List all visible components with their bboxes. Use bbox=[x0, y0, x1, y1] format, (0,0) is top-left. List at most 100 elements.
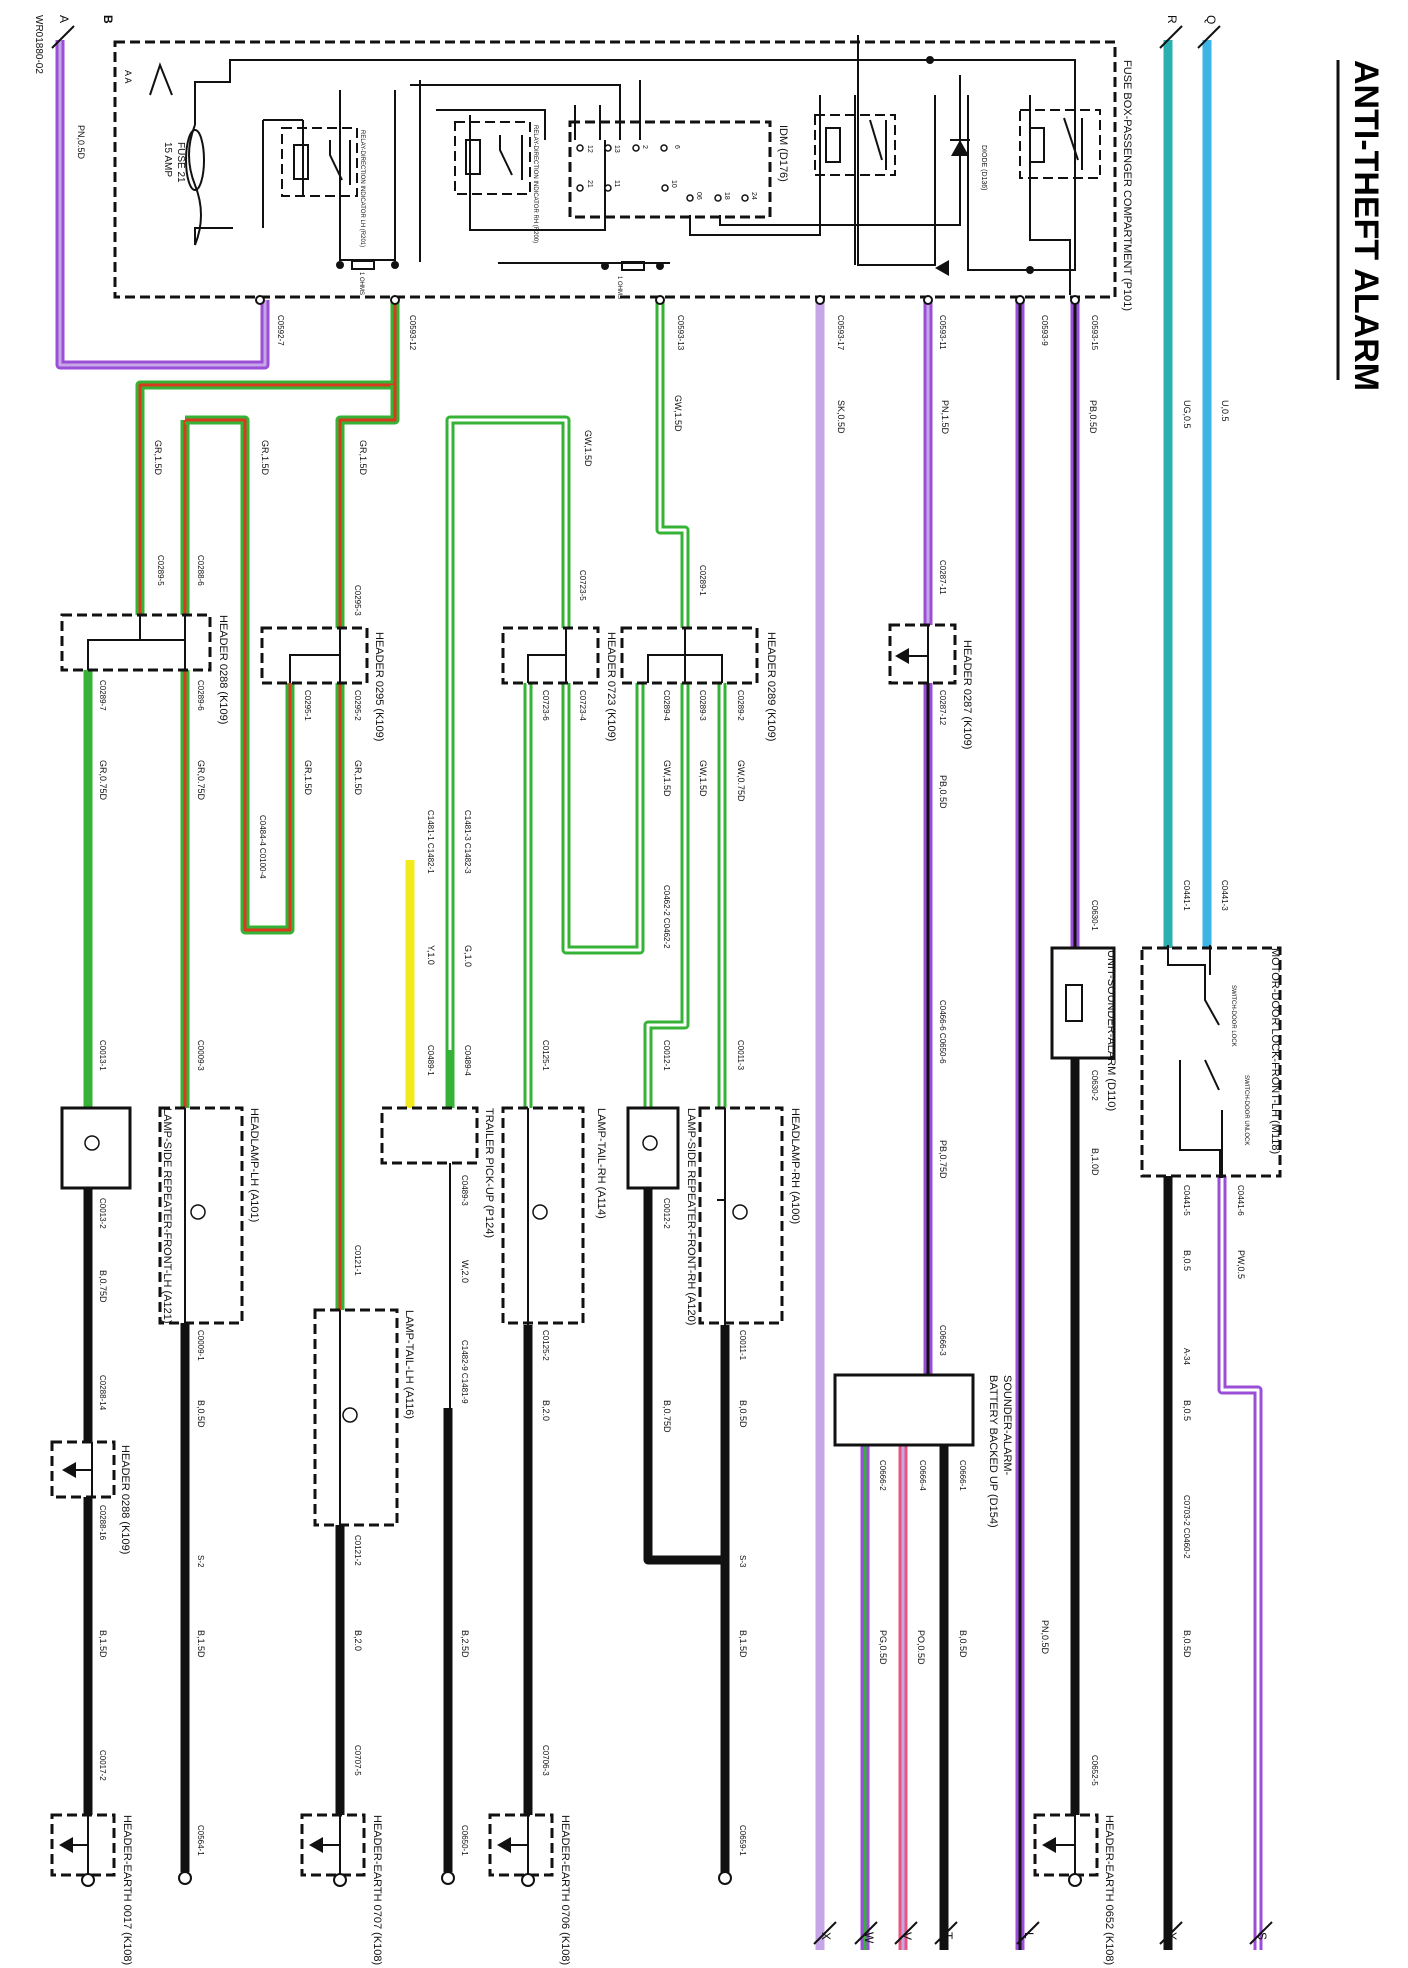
connector-label: C0013-1 bbox=[98, 1040, 107, 1071]
trailer-pick-up: TRAILER PICK-UP (P124) bbox=[380, 1106, 495, 1238]
diagram-reference: WR01880-02 bbox=[33, 15, 44, 74]
connector-label: C0630-1 bbox=[1090, 900, 1099, 931]
connector-label: C0703-2 C0460-2 bbox=[1182, 1495, 1191, 1559]
switch-lock-label: SWITCH-DOOR LOCK bbox=[1230, 985, 1236, 1047]
edge-letter-a: A bbox=[57, 15, 71, 23]
junction-dot bbox=[656, 262, 664, 270]
connector-label: C0012-1 bbox=[662, 1040, 671, 1071]
header-0288-lower-wiring bbox=[76, 1442, 93, 1497]
idm-pin: 12 bbox=[586, 145, 593, 153]
ground-arrow-icon bbox=[895, 648, 909, 664]
fuse-rating: 15 AMP bbox=[162, 142, 173, 177]
bulb-icon bbox=[190, 1204, 206, 1220]
headlamp-lh: HEADLAMP-LH (A101) LAMP-SIDE REPEATER-FR… bbox=[158, 1106, 260, 1325]
edge-letter-w: W bbox=[862, 1932, 876, 1944]
connector-label: C0125-1 bbox=[541, 1040, 550, 1071]
header-0288-lower-label: HEADER 0288 (K109) bbox=[119, 1445, 131, 1554]
wire-gw-trailer-tracer bbox=[448, 418, 568, 1108]
connector-label: C0652-5 bbox=[1090, 1755, 1099, 1786]
junction-dot bbox=[391, 261, 399, 269]
relay-right-a-contact bbox=[869, 119, 887, 170]
connector-label: C0707-5 bbox=[353, 1745, 362, 1776]
wire-gr-header-0295-tracer bbox=[338, 385, 397, 628]
connector-label: C0593-13 bbox=[676, 315, 685, 351]
wire-gw-0289-tracer bbox=[658, 300, 687, 628]
connector-label: C0121-2 bbox=[353, 1535, 362, 1566]
junction-dot bbox=[926, 56, 934, 64]
connector-pin bbox=[390, 295, 400, 305]
sounder-batt-label-2: BATTERY BACKED UP (D154) bbox=[987, 1375, 999, 1528]
header-earth-0017: HEADER-EARTH 0017 (K108) bbox=[50, 1813, 133, 1965]
relay-right-b-contact bbox=[1063, 117, 1083, 170]
wire-label: GR,1.5D bbox=[358, 440, 368, 476]
connector-label: C0489-3 bbox=[460, 1175, 469, 1206]
earth-0652-label: HEADER-EARTH 0652 (K108) bbox=[1103, 1815, 1115, 1965]
wire-gw-0723-4-tracer bbox=[564, 683, 642, 952]
wire-label: PN,0.5D bbox=[76, 125, 86, 160]
connector-label: C0289-1 bbox=[698, 565, 707, 596]
connector-pin bbox=[1015, 295, 1025, 305]
fuse-box-label: FUSE BOX-PASSENGER COMPARTMENT (P101) bbox=[1121, 60, 1133, 311]
connector-label: C0288-6 bbox=[196, 555, 205, 586]
connector-label: C0441-6 bbox=[1236, 1185, 1245, 1216]
connector-label: S-3 bbox=[738, 1555, 747, 1568]
fuse-aa-chevron bbox=[149, 62, 173, 96]
wire-gw-0289-3-tracer bbox=[646, 683, 687, 1108]
unit-sounder-alarm: UNIT-SOUNDER-ALARM (D110) bbox=[1050, 946, 1117, 1111]
earth-0707-label: HEADER-EARTH 0707 (K108) bbox=[371, 1815, 383, 1965]
connector-label: C0484-4 C0100-4 bbox=[258, 815, 267, 879]
fuse-aa-label: A A bbox=[123, 70, 133, 84]
wire-label: PG,0.5D bbox=[878, 1630, 888, 1665]
header-0287: HEADER 0287 (K109) bbox=[888, 623, 973, 749]
wire-label: GW,0.75D bbox=[736, 760, 746, 802]
relay-right-b bbox=[1019, 109, 1101, 179]
earth-0017-label: HEADER-EARTH 0017 (K108) bbox=[121, 1815, 133, 1965]
resistor-1-ohm-rh bbox=[621, 261, 645, 271]
ground-arrow-icon bbox=[62, 1462, 76, 1478]
wire-label: PB,0.5D bbox=[938, 775, 948, 809]
resistor-lh-label: 1 OHMS bbox=[358, 272, 364, 295]
wire-label: PB,0.5D bbox=[1088, 400, 1098, 434]
header-0723-label: HEADER 0723 (K109) bbox=[605, 632, 617, 741]
side-repeater-lh-label: LAMP-SIDE REPEATER-FRONT-LH (A121) bbox=[161, 1108, 173, 1324]
switch-unlock-label: SWITCH-DOOR UNLOCK bbox=[1243, 1075, 1249, 1145]
connector-label: C0441-1 bbox=[1182, 880, 1191, 911]
wire-a bbox=[55, 40, 270, 370]
connector-label: C0011-3 bbox=[736, 1040, 745, 1071]
edge-letter-l: L bbox=[1022, 1932, 1036, 1939]
connector-label: C0441-3 bbox=[1220, 880, 1229, 911]
connector-label: C0489-1 bbox=[426, 1045, 435, 1076]
header-0289-lh-wiring bbox=[87, 615, 186, 670]
side-repeater-rh: LAMP-SIDE REPEATER-FRONT-RH (A120) LAMP-… bbox=[595, 1106, 697, 1325]
relay-rh-contact bbox=[499, 135, 523, 180]
fuse-box-passenger-compartment: FUSE BOX-PASSENGER COMPARTMENT (P101) FU… bbox=[113, 35, 1133, 311]
connector-label: C0593-11 bbox=[938, 315, 947, 350]
earth-0017-wiring bbox=[73, 1815, 89, 1875]
connector-label: C0593-17 bbox=[836, 315, 845, 351]
wire-label: B,0.5 bbox=[1182, 1400, 1192, 1421]
wire-label: GW,1.5D bbox=[698, 760, 708, 797]
wire-label: B,1.5D bbox=[196, 1630, 206, 1658]
connector-label: C0441-5 bbox=[1182, 1185, 1191, 1216]
connector-label: C0287-12 bbox=[938, 690, 947, 726]
motor-door-lock-front-lh: MOTOR-DOOR LOCK-FRONT-LH (M118) SWITCH-D… bbox=[1140, 945, 1282, 1178]
wire-label: PW,0.5 bbox=[1236, 1250, 1246, 1279]
connector-label: C1481-3 C1482-3 bbox=[463, 810, 472, 874]
wire-label: GR,1.5D bbox=[153, 440, 163, 476]
earth-0706-label: HEADER-EARTH 0706 (K108) bbox=[559, 1815, 571, 1965]
fuse-internal-wiring bbox=[194, 35, 1076, 295]
connector-label: C0295-3 bbox=[353, 585, 362, 616]
resistor-1-ohm-lh bbox=[351, 260, 375, 270]
relay-rh-coil bbox=[465, 139, 481, 175]
header-0723: HEADER 0723 (K109) bbox=[501, 626, 617, 741]
headlamp-rh-label: HEADLAMP-RH (A100) bbox=[789, 1108, 801, 1224]
ground-arrow-icon bbox=[497, 1837, 511, 1853]
wire-label: B,1.5D bbox=[738, 1630, 748, 1658]
connector-label: C0489-4 bbox=[463, 1045, 472, 1076]
edge-letter-v: V bbox=[900, 1932, 914, 1940]
connector-label: C0289-6 bbox=[196, 680, 205, 711]
side-repeater-lh bbox=[60, 1106, 132, 1190]
connector-label: C0017-2 bbox=[98, 1750, 107, 1781]
connector-label: C0706-3 bbox=[541, 1745, 550, 1776]
wire-gr-loop-tracer bbox=[185, 418, 292, 932]
